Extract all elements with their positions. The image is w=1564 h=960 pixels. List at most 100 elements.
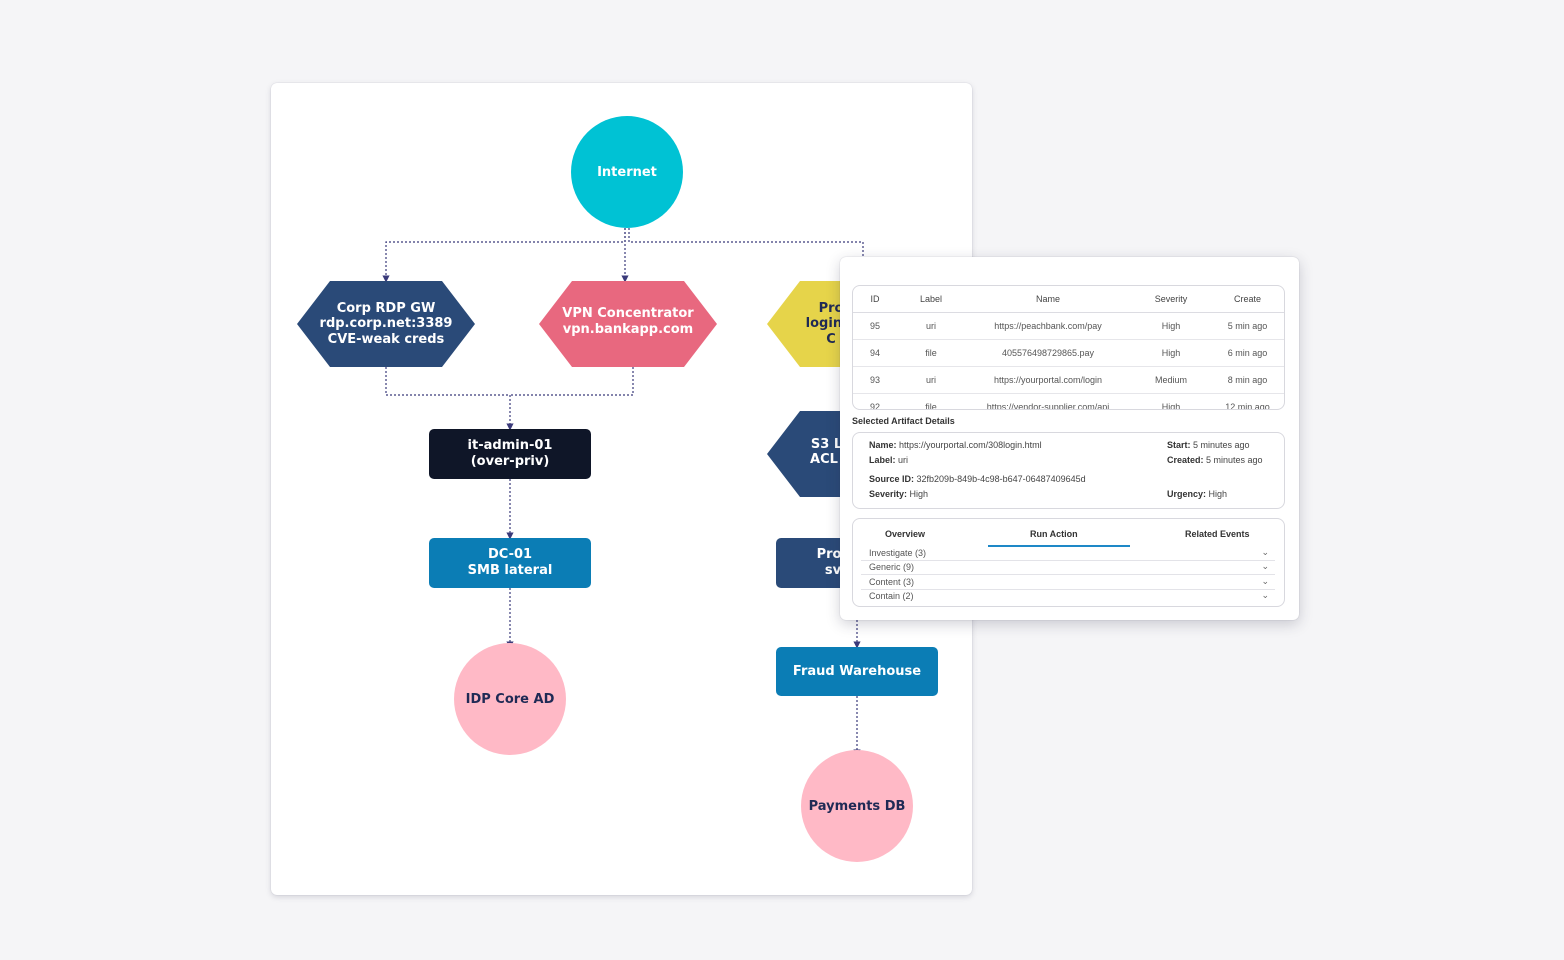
internet-label: Internet [597, 165, 657, 180]
detail-name: Name: https://yourportal.com/308login.ht… [869, 440, 1042, 450]
detail-name-value: https://yourportal.com/308login.html [899, 440, 1042, 450]
itadmin-label-line2: (over-priv) [471, 454, 550, 469]
itadmin-label-line1: it-admin-01 [468, 438, 553, 453]
cell-severity: Medium [1131, 366, 1211, 394]
it-admin-node[interactable] [429, 429, 591, 479]
cell-label: file [925, 402, 937, 410]
accordion-label: Contain (2) [869, 591, 914, 601]
accordion-item-content[interactable]: Content (3) ⌄ [861, 575, 1275, 590]
artifact-panel: ID Label Name Severity Create 95 uri htt… [840, 257, 1299, 620]
accordion-label: Generic (9) [869, 562, 915, 572]
detail-source-id: Source ID: 32fb209b-849b-4c98-b647-06487… [869, 474, 1086, 484]
col-header-name[interactable]: Name [965, 286, 1131, 313]
dc-node[interactable] [429, 538, 591, 588]
col-header-create[interactable]: Create [1211, 286, 1284, 313]
table-row[interactable]: 95 uri https://peachbank.com/pay High 5 … [853, 312, 1284, 340]
detail-source-key: Source ID: [869, 474, 915, 484]
cell-name: 405576498729865.pay [965, 339, 1131, 367]
tab-related-events[interactable]: Related Events [1185, 529, 1250, 539]
table-row[interactable]: 92 file https://vendor-supplier.com/api … [853, 394, 1284, 410]
cell-name: https://vendor-supplier.com/api [986, 402, 1110, 410]
rdp-label-line1: Corp RDP GW [337, 301, 436, 316]
detail-severity: Severity: High [869, 489, 928, 499]
cell-severity: High [1161, 402, 1181, 410]
detail-urgency: Urgency: High [1167, 489, 1227, 499]
col-header-id[interactable]: ID [853, 286, 897, 313]
detail-created-key: Created: [1167, 455, 1204, 465]
cell-id: 92 [869, 402, 880, 410]
col-header-severity[interactable]: Severity [1131, 286, 1211, 313]
portal-label-line1: Pro [819, 301, 844, 316]
fraud-label: Fraud Warehouse [793, 664, 921, 679]
artifact-details: Name: https://yourportal.com/308login.ht… [852, 432, 1285, 509]
cell-label: file [897, 339, 965, 367]
accordion-item-investigate[interactable]: Investigate (3) ⌄ [861, 546, 1275, 561]
detail-source-value: 32fb209b-849b-4c98-b647-06487409645d [916, 474, 1086, 484]
payments-db-node[interactable] [801, 750, 913, 862]
internet-node[interactable] [571, 116, 683, 228]
vpn-label-line1: VPN Concentrator [562, 306, 694, 321]
detail-created-value: 5 minutes ago [1206, 455, 1263, 465]
detail-label: Label: uri [869, 455, 908, 465]
tab-run-action[interactable]: Run Action [1030, 529, 1078, 539]
s3-label-line2: ACL [810, 452, 838, 467]
cell-name: https://yourportal.com/login [965, 366, 1131, 394]
chevron-down-icon: ⌄ [1261, 547, 1269, 557]
vpn-concentrator-node[interactable] [539, 281, 717, 367]
cell-created: 12 min ago [1225, 402, 1270, 410]
diagram-edges [382, 228, 867, 757]
active-tab-indicator [988, 545, 1130, 547]
rdp-label-line3: CVE-weak creds [328, 332, 445, 347]
details-section-title: Selected Artifact Details [852, 416, 955, 426]
detail-start-value: 5 minutes ago [1193, 440, 1250, 450]
rdp-label-line2: rdp.corp.net:3389 [320, 316, 453, 331]
cell-created: 8 min ago [1211, 366, 1284, 394]
cell-id: 93 [853, 366, 897, 394]
payments-label: Payments DB [809, 799, 906, 814]
fraud-warehouse-node[interactable] [776, 647, 938, 696]
detail-start-key: Start: [1167, 440, 1191, 450]
detail-created: Created: 5 minutes ago [1167, 455, 1263, 465]
vpn-label-line2: vpn.bankapp.com [563, 322, 693, 337]
proc-label-line2: sv [825, 563, 842, 578]
cell-label: uri [897, 366, 965, 394]
rdp-gateway-node[interactable] [297, 281, 475, 367]
idp-core-node[interactable] [454, 643, 566, 755]
detail-label-value: uri [898, 455, 909, 465]
accordion-item-contain[interactable]: Contain (2) ⌄ [861, 589, 1275, 603]
chevron-down-icon: ⌄ [1261, 561, 1269, 571]
artifact-table-container: ID Label Name Severity Create 95 uri htt… [852, 285, 1285, 410]
detail-urgency-value: High [1208, 489, 1228, 499]
dc-label-line1: DC-01 [488, 547, 532, 562]
detail-name-key: Name: [869, 440, 897, 450]
cell-created: 5 min ago [1211, 312, 1284, 340]
cell-created: 6 min ago [1211, 339, 1284, 367]
detail-urgency-key: Urgency: [1167, 489, 1207, 499]
detail-label-key: Label: [869, 455, 896, 465]
idp-label: IDP Core AD [466, 692, 555, 707]
cell-name: https://peachbank.com/pay [965, 312, 1131, 340]
proc-label-line1: Pro [817, 547, 842, 562]
col-header-label[interactable]: Label [897, 286, 965, 313]
detail-start: Start: 5 minutes ago [1167, 440, 1250, 450]
portal-label-line3: C [826, 332, 836, 347]
cell-id: 95 [853, 312, 897, 340]
tab-overview[interactable]: Overview [885, 529, 926, 539]
cell-label: uri [897, 312, 965, 340]
cell-id: 94 [853, 339, 897, 367]
cell-severity: High [1131, 339, 1211, 367]
cell-severity: High [1131, 312, 1211, 340]
detail-severity-value: High [909, 489, 929, 499]
chevron-down-icon: ⌄ [1261, 590, 1269, 600]
detail-severity-key: Severity: [869, 489, 908, 499]
accordion-item-generic[interactable]: Generic (9) ⌄ [861, 560, 1275, 575]
artifact-table: ID Label Name Severity Create 95 uri htt… [853, 286, 1284, 410]
accordion-label: Investigate (3) [869, 548, 927, 558]
table-row[interactable]: 94 file 405576498729865.pay High 6 min a… [853, 339, 1284, 367]
table-header-row: ID Label Name Severity Create [853, 286, 1284, 313]
accordion-label: Content (3) [869, 577, 915, 587]
chevron-down-icon: ⌄ [1261, 576, 1269, 586]
action-tabs: Overview Run Action Related Events Inves… [852, 518, 1285, 607]
table-row[interactable]: 93 uri https://yourportal.com/login Medi… [853, 366, 1284, 394]
dc-label-line2: SMB lateral [468, 563, 553, 578]
